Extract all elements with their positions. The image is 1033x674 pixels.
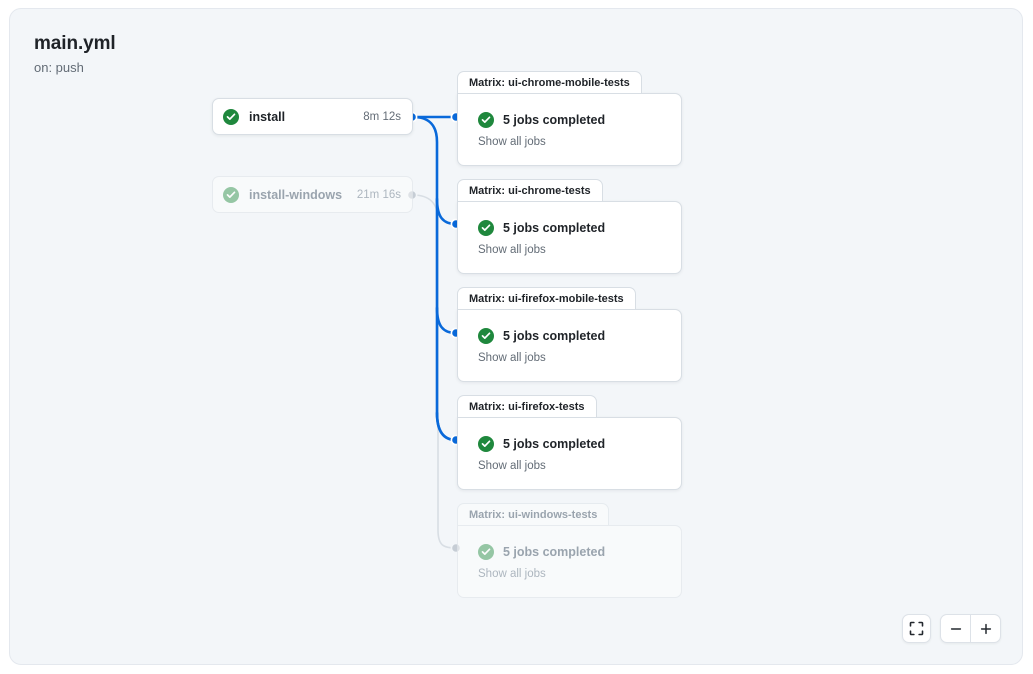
- check-circle-icon: [478, 220, 494, 236]
- show-all-jobs-link[interactable]: Show all jobs: [478, 352, 546, 364]
- matrix-summary-row: 5 jobs completed: [478, 328, 665, 344]
- show-all-jobs-link[interactable]: Show all jobs: [478, 244, 546, 256]
- job-node-install[interactable]: install 8m 12s: [212, 98, 413, 135]
- zoom-control-divider: [970, 615, 971, 642]
- job-duration: 21m 16s: [356, 188, 401, 201]
- zoom-in-button[interactable]: [971, 615, 1000, 642]
- matrix-summary-text: 5 jobs completed: [503, 437, 606, 451]
- matrix-summary-row: 5 jobs completed: [478, 112, 665, 128]
- check-circle-icon: [478, 544, 494, 560]
- matrix-summary-row: 5 jobs completed: [478, 544, 665, 560]
- edge-install-to-ui-firefox-mobile-tests: [435, 306, 458, 335]
- view-controls: [902, 614, 1001, 643]
- edge-install-trunk: [411, 115, 458, 442]
- matrix-group-card[interactable]: 5 jobs completed Show all jobs: [457, 309, 682, 382]
- edge-install-to-ui-chrome-tests: [435, 197, 458, 226]
- plus-icon: [980, 623, 991, 634]
- matrix-group-card[interactable]: 5 jobs completed Show all jobs: [457, 417, 682, 490]
- workflow-graph-canvas[interactable]: main.yml on: push install 8m 12s: [9, 8, 1023, 665]
- page-title: main.yml: [34, 33, 116, 54]
- edge-install-to-ui-firefox-tests: [435, 411, 458, 442]
- zoom-control-group: [940, 614, 1001, 643]
- check-circle-icon: [478, 436, 494, 452]
- matrix-summary-row: 5 jobs completed: [478, 220, 665, 236]
- workflow-trigger: on: push: [34, 60, 84, 75]
- matrix-group-card[interactable]: 5 jobs completed Show all jobs: [457, 201, 682, 274]
- matrix-summary-row: 5 jobs completed: [478, 436, 665, 452]
- matrix-group-label: Matrix: ui-firefox-tests: [457, 395, 597, 417]
- workflow-header: main.yml on: push: [34, 31, 116, 78]
- job-duration: 8m 12s: [363, 110, 401, 123]
- matrix-group-label: Matrix: ui-chrome-mobile-tests: [457, 71, 642, 93]
- matrix-group-card[interactable]: 5 jobs completed Show all jobs: [457, 525, 682, 598]
- minus-icon: [950, 627, 961, 630]
- matrix-summary-text: 5 jobs completed: [503, 221, 606, 235]
- fit-to-screen-icon: [909, 621, 924, 636]
- check-circle-icon: [223, 186, 239, 203]
- show-all-jobs-link[interactable]: Show all jobs: [478, 136, 546, 148]
- check-circle-icon: [478, 112, 494, 128]
- matrix-summary-text: 5 jobs completed: [503, 329, 606, 343]
- edge-install-windows-to-ui-windows-tests: [412, 194, 457, 549]
- matrix-group-label: Matrix: ui-firefox-mobile-tests: [457, 287, 636, 309]
- check-circle-icon: [478, 328, 494, 344]
- show-all-jobs-link[interactable]: Show all jobs: [478, 568, 546, 580]
- matrix-summary-text: 5 jobs completed: [503, 113, 606, 127]
- zoom-out-button[interactable]: [941, 615, 970, 642]
- job-name: install-windows: [249, 187, 343, 202]
- matrix-summary-text: 5 jobs completed: [503, 545, 606, 559]
- job-node-install-windows[interactable]: install-windows 21m 16s: [212, 176, 413, 213]
- matrix-group-card[interactable]: 5 jobs completed Show all jobs: [457, 93, 682, 166]
- matrix-group-label: Matrix: ui-windows-tests: [457, 503, 610, 525]
- show-all-jobs-link[interactable]: Show all jobs: [478, 460, 546, 472]
- fit-view-button[interactable]: [902, 614, 931, 643]
- matrix-group-label: Matrix: ui-chrome-tests: [457, 179, 603, 201]
- check-circle-icon: [223, 108, 239, 125]
- job-name: install: [249, 109, 286, 124]
